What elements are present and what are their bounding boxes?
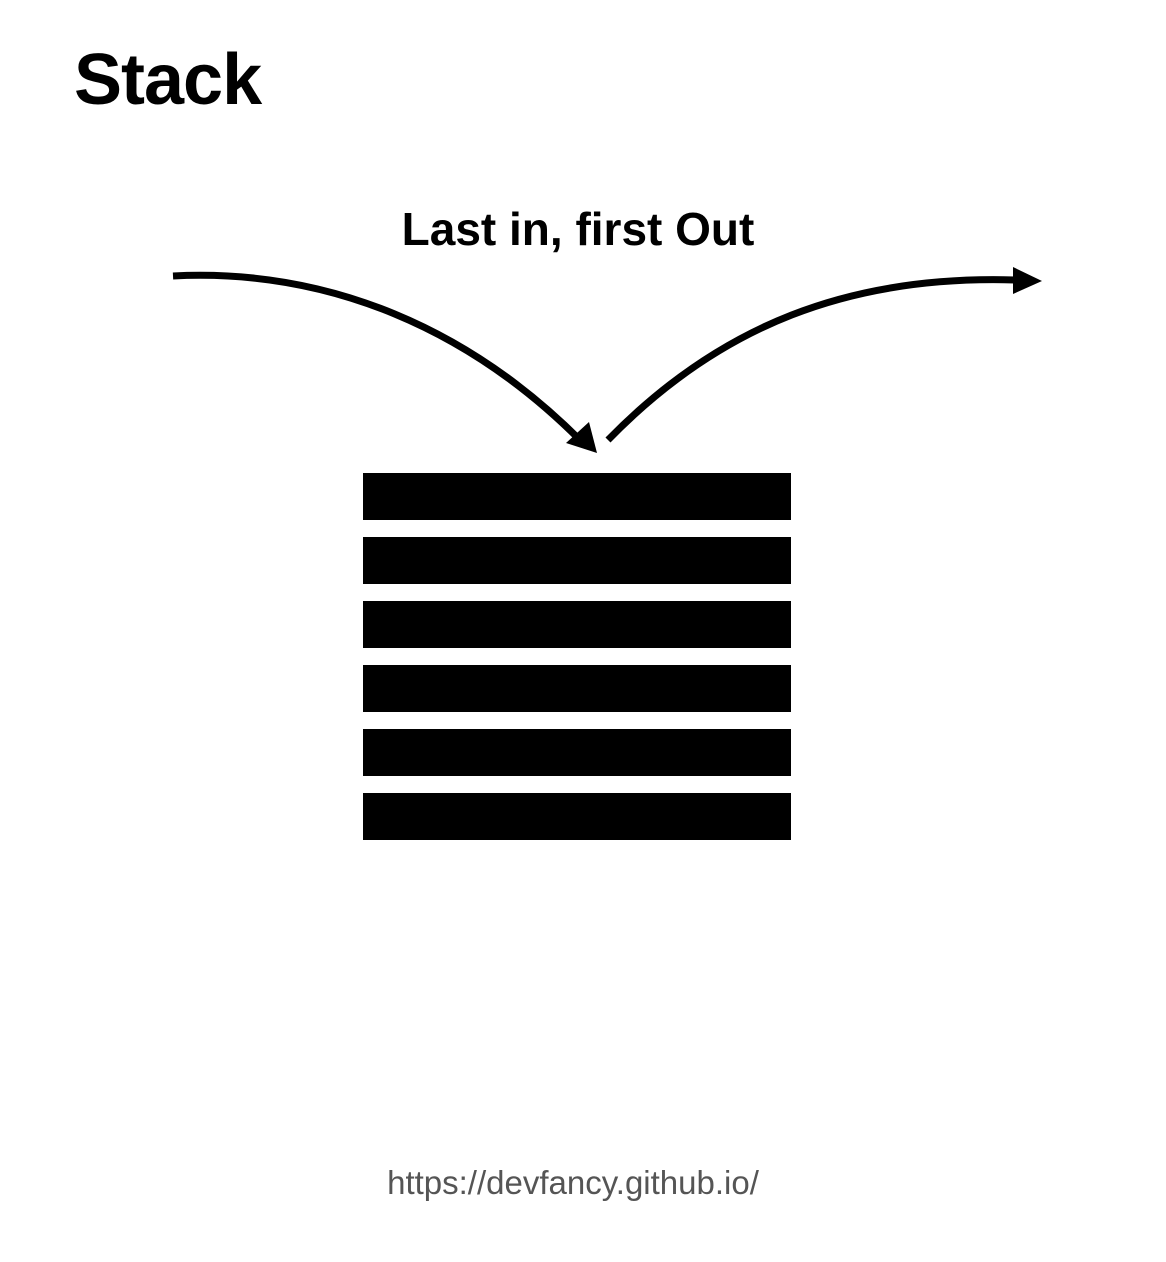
stack-item [363,793,791,840]
stack-item [363,601,791,648]
stack-item [363,729,791,776]
push-arrow [172,271,597,453]
stack-item [363,473,791,520]
pop-arrow [605,267,1042,443]
stack-item [363,537,791,584]
footer-url: https://devfancy.github.io/ [387,1164,759,1201]
lifo-label: Last in, first Out [401,203,755,255]
stack-container [363,473,791,857]
stack-item [363,665,791,712]
page-title: Stack [74,40,262,120]
